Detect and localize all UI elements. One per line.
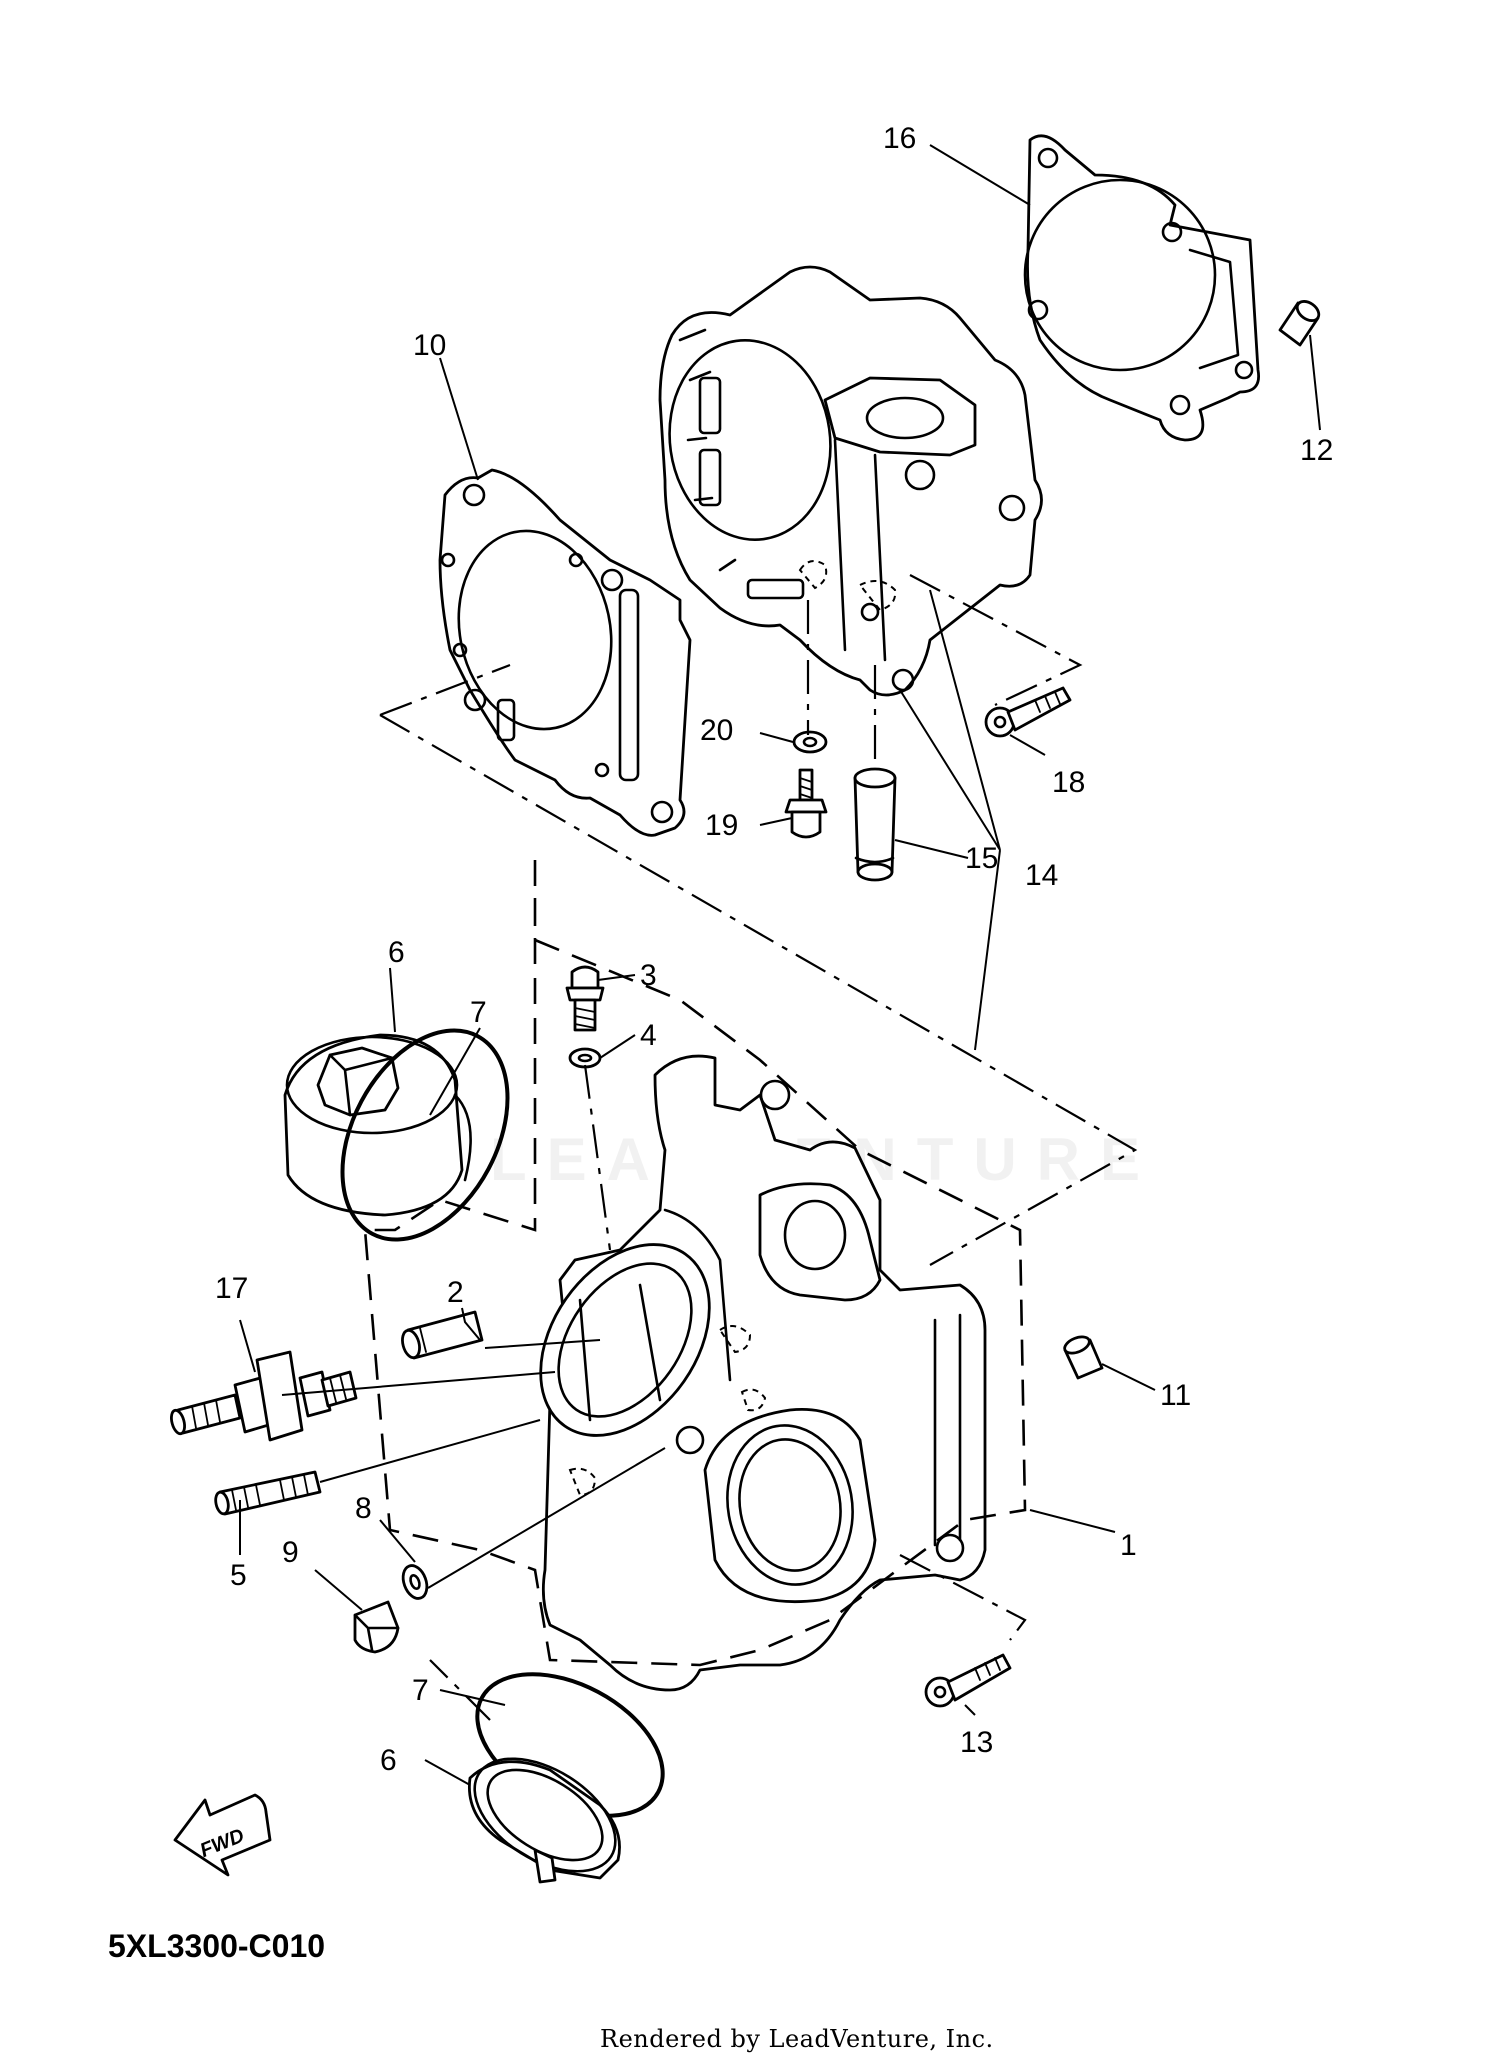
part-15-sleeve[interactable] — [853, 767, 897, 882]
callout-3: 3 — [640, 959, 657, 992]
part-3-bolt[interactable] — [565, 965, 605, 1032]
part-1-cylinder-head[interactable] — [506, 1054, 987, 1692]
part-8-washer[interactable] — [399, 1562, 431, 1601]
callout-6b: 6 — [380, 1744, 397, 1777]
callout-4: 4 — [640, 1019, 657, 1052]
part-13-bolt[interactable] — [924, 1653, 1012, 1708]
callout-17: 17 — [215, 1272, 248, 1305]
part-14-cylinder[interactable] — [657, 265, 1043, 697]
callout-6a: 6 — [388, 936, 405, 969]
callout-7a: 7 — [470, 996, 487, 1029]
callout-10: 10 — [413, 329, 446, 362]
part-10-head-gasket[interactable] — [438, 468, 692, 837]
callout-11: 11 — [1160, 1379, 1191, 1412]
leader-lines — [239, 144, 1321, 1786]
callout-8: 8 — [355, 1492, 372, 1525]
part-4-washer[interactable] — [568, 1047, 602, 1069]
callout-16: 16 — [883, 122, 916, 155]
footer-credit: Rendered by LeadVenture, Inc. — [600, 2025, 994, 2053]
fwd-arrow-icon: FWD — [173, 1793, 272, 1877]
part-16-gasket[interactable] — [1023, 134, 1260, 442]
part-20-washer[interactable] — [792, 730, 828, 754]
callout-15: 15 — [965, 842, 998, 875]
callout-labels: 1 2 3 4 5 6 6 7 7 8 9 10 11 12 13 14 15 … — [215, 122, 1333, 1777]
diagram-code: 5XL3300-C010 — [108, 1928, 326, 1964]
callout-12: 12 — [1300, 434, 1333, 467]
part-6-cap-bottom[interactable] — [455, 1736, 635, 1895]
part-9-cap-nut[interactable] — [353, 1600, 400, 1654]
part-6-cap-top[interactable] — [283, 1033, 472, 1217]
part-12-dowel-pin[interactable] — [1278, 297, 1322, 347]
callout-13: 13 — [960, 1726, 993, 1759]
callout-2: 2 — [447, 1276, 464, 1309]
part-11-dowel-pin[interactable] — [1062, 1334, 1104, 1380]
part-5-stud[interactable] — [214, 1470, 322, 1516]
head-assembly-outline — [363, 860, 1027, 1667]
assembly-lines — [379, 574, 1138, 1721]
part-18-bolt[interactable] — [984, 686, 1072, 738]
callout-1: 1 — [1120, 1529, 1137, 1562]
callout-18: 18 — [1052, 766, 1085, 799]
part-17-spark-plug[interactable] — [169, 1350, 358, 1442]
part-7-o-ring-top[interactable] — [309, 1002, 541, 1267]
callout-5: 5 — [230, 1559, 247, 1592]
callout-19: 19 — [705, 809, 738, 842]
callout-7b: 7 — [412, 1674, 429, 1707]
callout-14: 14 — [1025, 859, 1058, 892]
callout-20: 20 — [700, 714, 733, 747]
part-19-bolt[interactable] — [784, 768, 828, 839]
part-2-dowel[interactable] — [400, 1310, 484, 1360]
callout-9: 9 — [282, 1536, 299, 1569]
